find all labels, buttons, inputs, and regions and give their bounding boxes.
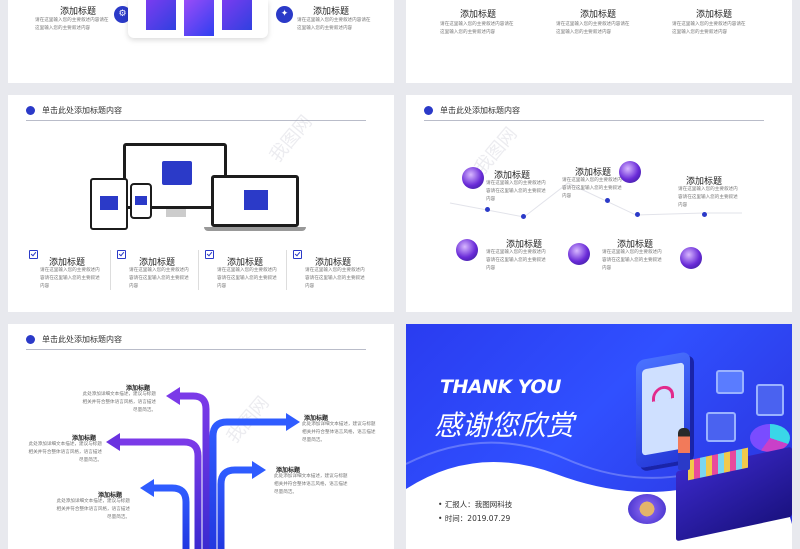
slide4-item-body: 请在这里输入您的主要叙述内容请在这里输入您的主要叙述内容 (486, 181, 546, 202)
timeline-node (605, 198, 610, 203)
slide4-item-title: 添加标题 (575, 168, 612, 178)
thank-you-en: THANK YOU (440, 376, 561, 398)
user-card-icon (162, 161, 192, 185)
slide4-item-body: 请在这里输入您的主要叙述内容请在这里输入您的主要叙述内容 (486, 250, 546, 271)
slide3-item-body: 请在这里输入您的主要叙述内容请在这里输入您的主要叙述内容 (217, 268, 277, 289)
user-card-icon (244, 190, 268, 210)
laptop-base (204, 227, 306, 231)
slide-4[interactable]: 单击此处添加标题内容 我图网 添加标题 请在这里输入您的主要叙述内容请在这里输入… (406, 95, 792, 312)
slide-6[interactable]: THANK YOU 感谢您欣赏 • 汇报人：我图网科技 • 时间：2019.07… (406, 324, 792, 549)
date-text: 时间：2019.07.29 (444, 514, 511, 523)
slide3-item-body: 请在这里输入您的主要叙述内容请在这里输入您的主要叙述内容 (40, 268, 100, 289)
checkbox-icon (117, 250, 126, 259)
person-illustration (678, 428, 690, 470)
user-card-icon (135, 196, 147, 205)
timeline-node (702, 212, 707, 217)
slide3-item-body: 请在这里输入您的主要叙述内容请在这里输入您的主要叙述内容 (305, 268, 365, 289)
slide5-header: 单击此处添加标题内容 (26, 334, 366, 350)
slide4-item-title: 添加标题 (686, 177, 723, 187)
slide5-header-text: 单击此处添加标题内容 (42, 335, 122, 344)
arrows-illustration (106, 387, 300, 549)
slide-2[interactable]: 添加标题 请在这里输入您的主要叙述内容请在这里输入您的主要叙述内容 添加标题 请… (406, 0, 792, 83)
slide5-item-title: 添加标题 (126, 385, 151, 392)
slide4-item-body: 请在这里输入您的主要叙述内容请在这里输入您的主要叙述内容 (678, 187, 738, 208)
bullet-icon: • (438, 514, 445, 523)
chart-card-icon (716, 370, 744, 394)
slide5-item-body: 此处添加详细文本描述，建议与标题相关并符合整体语言风格，语言描述尽量简洁。 (82, 392, 156, 413)
chart-card-icon (706, 412, 736, 442)
slide2-item-title: 添加标题 (580, 10, 617, 20)
slide4-item-title: 添加标题 (494, 171, 531, 181)
slide4-item-body: 请在这里输入您的主要叙述内容请在这里输入您的主要叙述内容 (602, 250, 662, 271)
timeline-node (485, 207, 490, 212)
slide-3[interactable]: 单击此处添加标题内容 我图网 添加标题 请在这里输入您的主要叙述内容请在这里输入… (8, 95, 394, 312)
slide3-item-body: 请在这里输入您的主要叙述内容请在这里输入您的主要叙述内容 (129, 268, 189, 289)
checkbox-icon (293, 250, 302, 259)
slide4-item-body: 请在这里输入您的主要叙述内容请在这里输入您的主要叙述内容 (562, 178, 622, 199)
slide2-item-title: 添加标题 (460, 10, 497, 20)
slide5-item-title: 添加标题 (72, 435, 97, 442)
slide3-item-title: 添加标题 (49, 258, 86, 268)
purple-circle-icon (619, 161, 641, 183)
bullet-icon: • (438, 500, 445, 509)
slide5-item-title: 添加标题 (276, 467, 301, 474)
purple-circle-icon (568, 243, 590, 265)
divider (198, 250, 199, 290)
slide3-item-title: 添加标题 (139, 258, 176, 268)
bullet-dot (26, 335, 35, 344)
reporter-text: 汇报人：我图网科技 (444, 500, 513, 509)
phone-illustration (130, 183, 152, 219)
divider (286, 250, 287, 290)
bullet-dot (424, 106, 433, 115)
slide3-item-title: 添加标题 (315, 258, 352, 268)
slide3-item-title: 添加标题 (227, 258, 264, 268)
slide5-item-body: 此处添加详细文本描述，建议与标题相关并符合整体语言风格，语言描述尽量简洁。 (28, 442, 102, 463)
timeline-node (635, 212, 640, 217)
date-line: • 时间：2019.07.29 (438, 513, 510, 524)
purple-circle-icon (462, 167, 484, 189)
bullet-dot (26, 106, 35, 115)
slide2-item-body: 请在这里输入您的主要叙述内容请在这里输入您的主要叙述内容 (556, 22, 630, 35)
tablet-illustration (90, 178, 128, 230)
chart-card-icon (756, 384, 784, 416)
coin-stack-illustration (628, 494, 666, 524)
divider (110, 250, 111, 290)
laptop-illustration (211, 175, 299, 227)
slide5-item-body: 此处添加详细文本描述，建议与标题相关并符合整体语言风格，语言描述尽量简洁。 (274, 474, 348, 495)
phone-illustration (128, 0, 268, 38)
slide5-item-title: 添加标题 (98, 492, 123, 499)
slide4-item-title: 添加标题 (506, 240, 543, 250)
slide-5[interactable]: 单击此处添加标题内容 我图网 添加标题 此处添加详细文本描述，建议与标题相关并符… (8, 324, 394, 549)
checkbox-icon (29, 250, 38, 259)
slide4-header-text: 单击此处添加标题内容 (440, 106, 520, 115)
slide4-item-title: 添加标题 (617, 240, 654, 250)
purple-circle-icon (680, 247, 702, 269)
slide5-item-body: 此处添加详细文本描述，建议与标题相关并符合整体语言风格，语言描述尽量简洁。 (302, 422, 376, 443)
slide5-item-title: 添加标题 (304, 415, 329, 422)
user-card-icon (100, 196, 118, 210)
slide3-header: 单击此处添加标题内容 (26, 105, 366, 121)
slide2-item-body: 请在这里输入您的主要叙述内容请在这里输入您的主要叙述内容 (672, 22, 746, 35)
slide1-right-title: 添加标题 (313, 7, 350, 17)
slide4-header: 单击此处添加标题内容 (424, 105, 764, 121)
monitor-stand (166, 209, 186, 217)
timeline-node (521, 214, 526, 219)
reporter-line: • 汇报人：我图网科技 (438, 499, 512, 510)
checkbox-icon (205, 250, 214, 259)
slide1-left-title: 添加标题 (60, 7, 97, 17)
timeline-line (449, 182, 742, 218)
slide1-left-body: 请在这里输入您的主要叙述内容请在这里输入您的主要叙述内容 (35, 18, 109, 31)
slide3-header-text: 单击此处添加标题内容 (42, 106, 122, 115)
purple-circle-icon (456, 239, 478, 261)
slide1-right-body: 请在这里输入您的主要叙述内容请在这里输入您的主要叙述内容 (297, 18, 371, 31)
slide2-item-title: 添加标题 (696, 10, 733, 20)
thank-you-cn: 感谢您欣赏 (434, 409, 575, 442)
gift-icon: ✦ (276, 6, 293, 23)
gear-icon: ⚙ (114, 6, 131, 23)
slide2-item-body: 请在这里输入您的主要叙述内容请在这里输入您的主要叙述内容 (440, 22, 514, 35)
slide5-item-body: 此处添加详细文本描述，建议与标题相关并符合整体语言风格，语言描述尽量简洁。 (56, 499, 130, 520)
slide-1[interactable]: 添加标题 请在这里输入您的主要叙述内容请在这里输入您的主要叙述内容 ⚙ ✦ 添加… (8, 0, 394, 83)
